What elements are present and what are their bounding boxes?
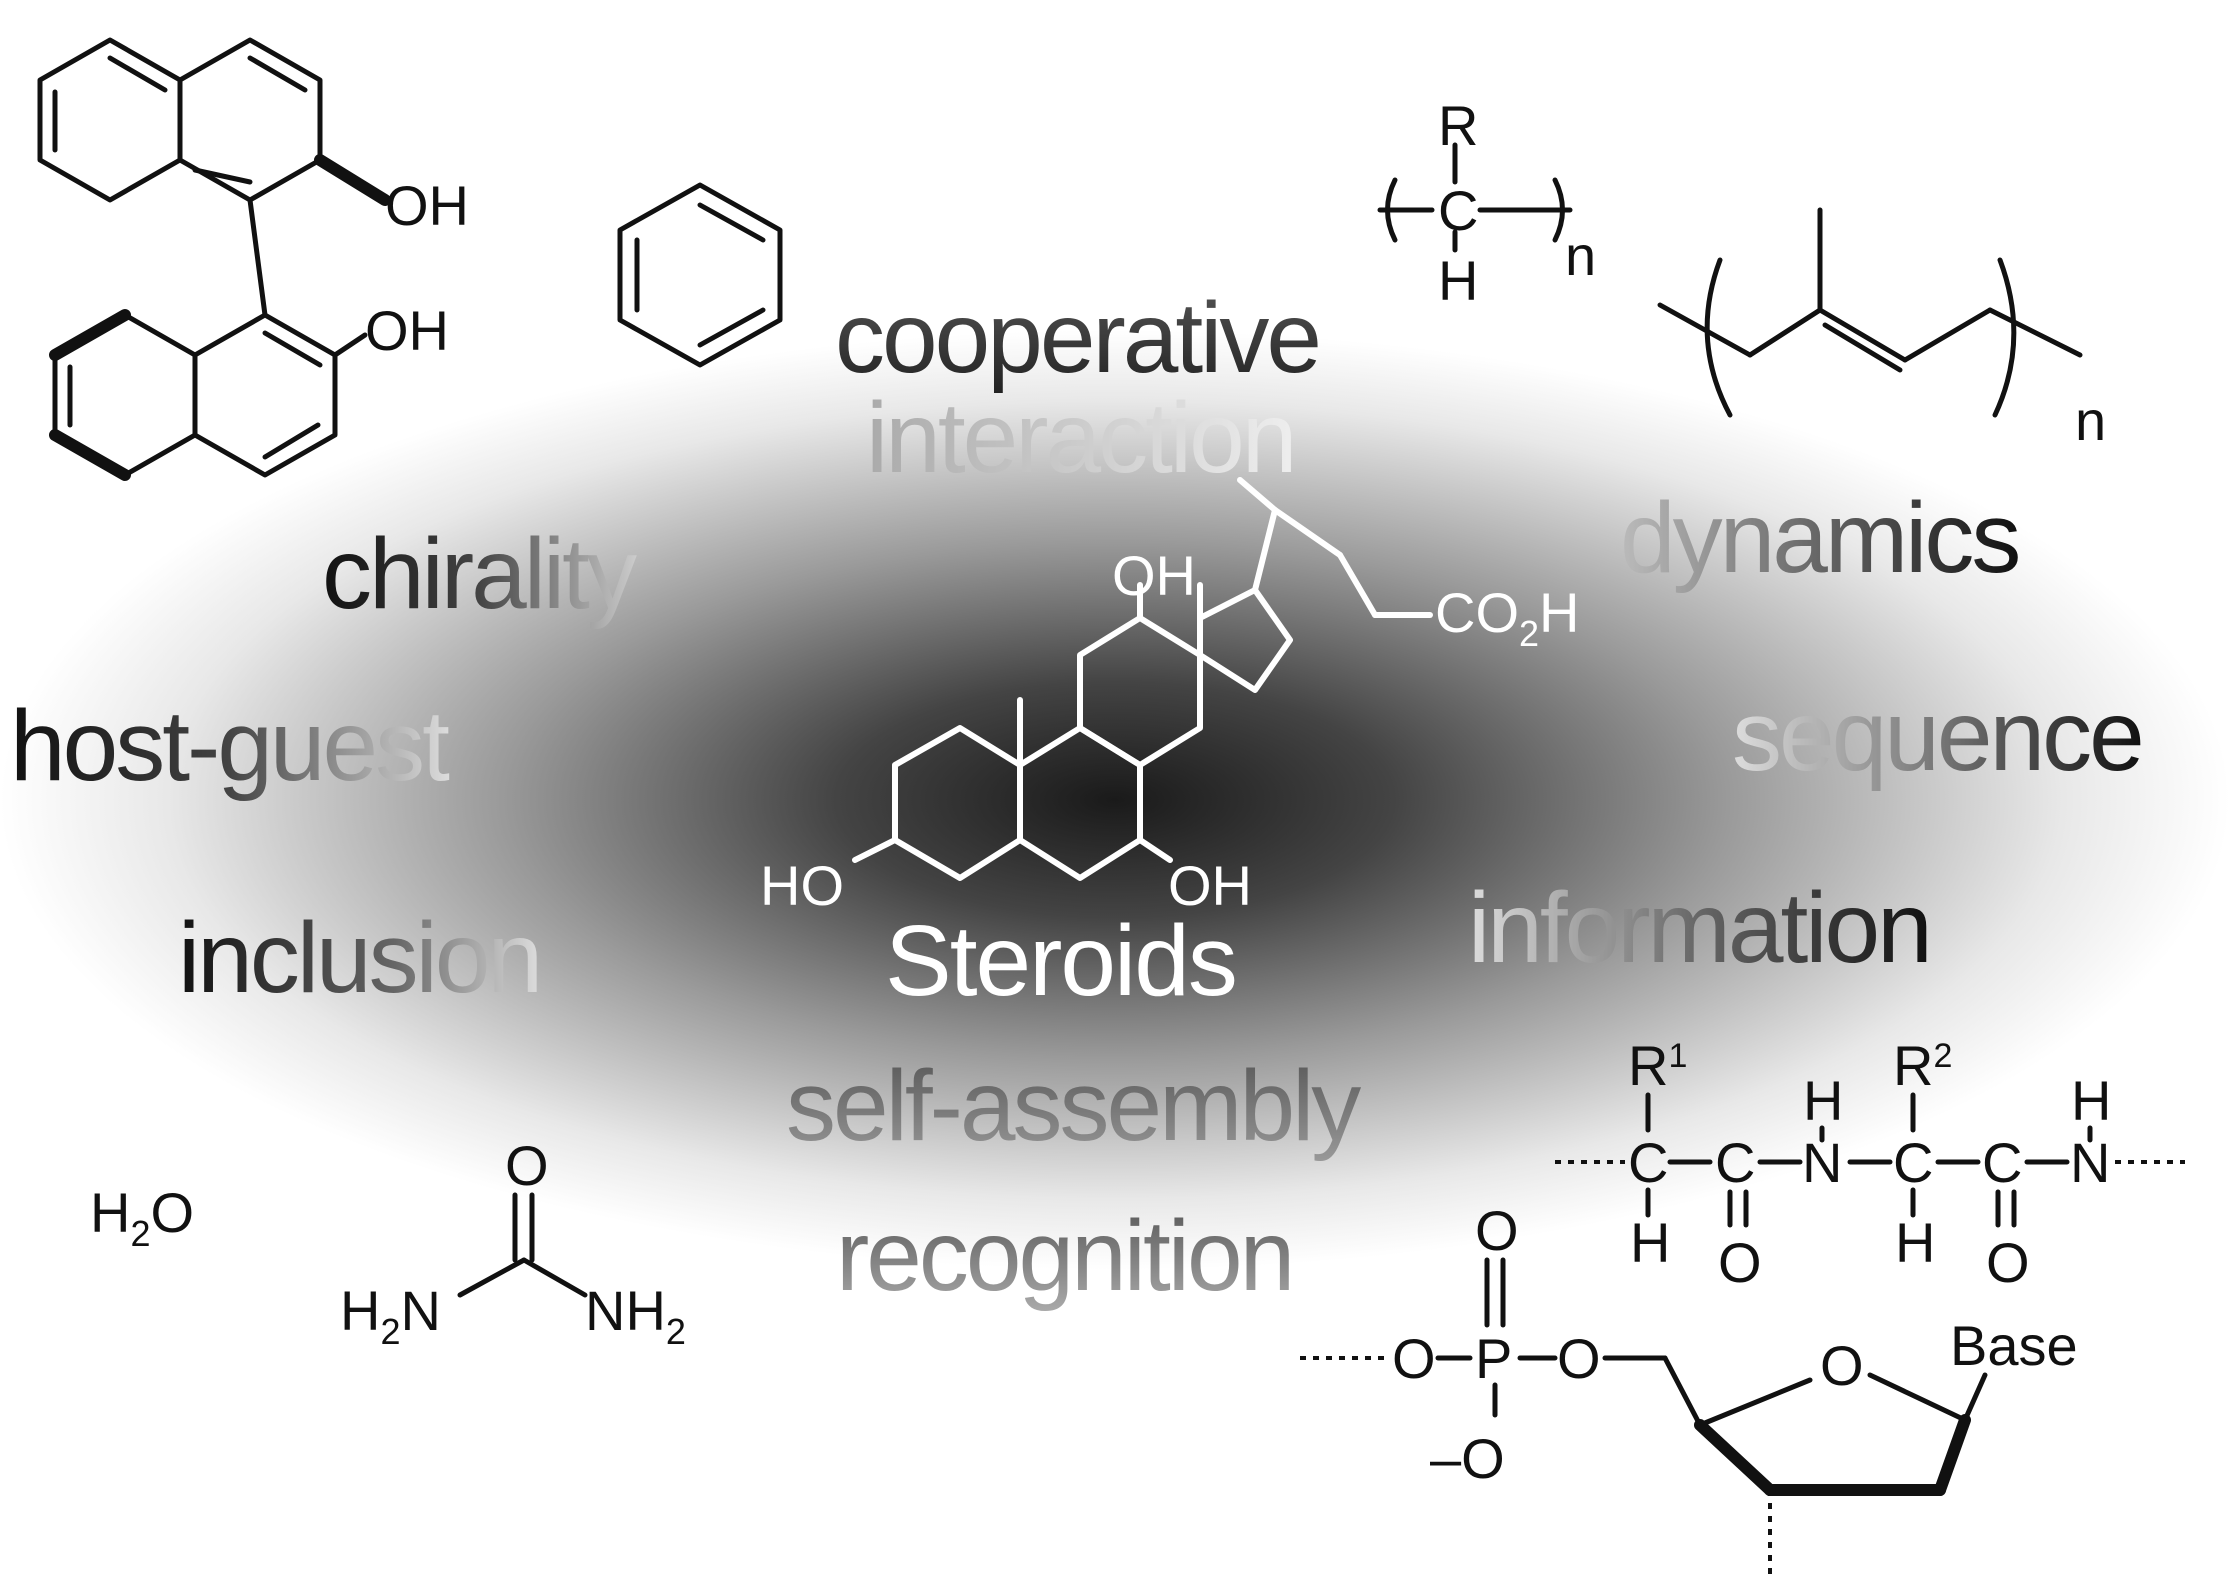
keyword-recognition: recognition bbox=[836, 1200, 1292, 1312]
svg-text:O: O bbox=[1986, 1231, 2030, 1294]
benzene-structure bbox=[617, 182, 783, 368]
svg-text:H: H bbox=[1803, 1069, 1843, 1132]
svg-text:H: H bbox=[1630, 1211, 1670, 1274]
nucleotide-structure: O P O O –O O Base bbox=[1300, 1199, 2078, 1575]
cholic-oh-top: OH bbox=[1112, 544, 1196, 607]
svg-text:P: P bbox=[1475, 1327, 1512, 1390]
svg-text:NH2: NH2 bbox=[585, 1279, 686, 1352]
svg-text:O: O bbox=[1475, 1199, 1519, 1262]
svg-text:O: O bbox=[505, 1134, 549, 1197]
cholic-acid-structure: OH HO OH CO2H bbox=[760, 477, 1579, 917]
keyword-information: information bbox=[1468, 872, 1930, 984]
svg-text:n: n bbox=[1565, 224, 1596, 287]
svg-text:H2N: H2N bbox=[340, 1279, 441, 1352]
peptide-structure: C C N C C N R1 H O H R2 H O H bbox=[1555, 1034, 2185, 1294]
background-glow-ellipse bbox=[0, 330, 2229, 1270]
keyword-cooperative: cooperative bbox=[835, 282, 1319, 394]
polyisoprene-structure: n bbox=[1657, 207, 2106, 452]
svg-text:Base: Base bbox=[1950, 1314, 2078, 1377]
urea-structure: O H2N NH2 bbox=[340, 1134, 686, 1352]
svg-text:C: C bbox=[1982, 1131, 2022, 1194]
polyvinyl-structure: R C H n bbox=[1377, 94, 1596, 312]
keyword-dynamics: dynamics bbox=[1620, 482, 2018, 594]
svg-text:n: n bbox=[2075, 389, 2106, 452]
svg-text:O: O bbox=[1820, 1334, 1864, 1397]
keyword-inclusion: inclusion bbox=[178, 902, 540, 1014]
svg-text:H: H bbox=[2071, 1069, 2111, 1132]
svg-text:–O: –O bbox=[1430, 1427, 1505, 1490]
binol-oh-bottom: OH bbox=[365, 299, 449, 362]
svg-text:C: C bbox=[1628, 1131, 1668, 1194]
water-label: H2O bbox=[90, 1181, 194, 1254]
svg-text:O: O bbox=[1718, 1231, 1762, 1294]
binol-structure: OH OH bbox=[37, 37, 469, 481]
svg-text:O: O bbox=[1392, 1327, 1436, 1390]
cholic-ho-left: HO bbox=[760, 854, 844, 917]
svg-text:R1: R1 bbox=[1628, 1034, 1687, 1097]
keyword-self-assembly: self-assembly bbox=[786, 1050, 1361, 1162]
svg-text:C: C bbox=[1438, 179, 1478, 242]
svg-text:O: O bbox=[1557, 1327, 1601, 1390]
binol-oh-top: OH bbox=[385, 174, 469, 237]
svg-text:R: R bbox=[1438, 94, 1478, 157]
svg-text:H: H bbox=[1438, 249, 1478, 312]
svg-text:H: H bbox=[1895, 1211, 1935, 1274]
svg-text:C: C bbox=[1715, 1131, 1755, 1194]
keyword-chirality: chirality bbox=[322, 518, 637, 630]
cholic-co2h: CO2H bbox=[1435, 581, 1579, 654]
keyword-steroids: Steroids bbox=[885, 905, 1236, 1017]
svg-text:C: C bbox=[1893, 1131, 1933, 1194]
keyword-sequence: sequence bbox=[1732, 680, 2142, 792]
keyword-interaction: interaction bbox=[866, 382, 1294, 494]
svg-text:R2: R2 bbox=[1893, 1034, 1952, 1097]
keyword-host-guest: host-guest bbox=[10, 690, 450, 802]
cholic-oh-right: OH bbox=[1168, 854, 1252, 917]
